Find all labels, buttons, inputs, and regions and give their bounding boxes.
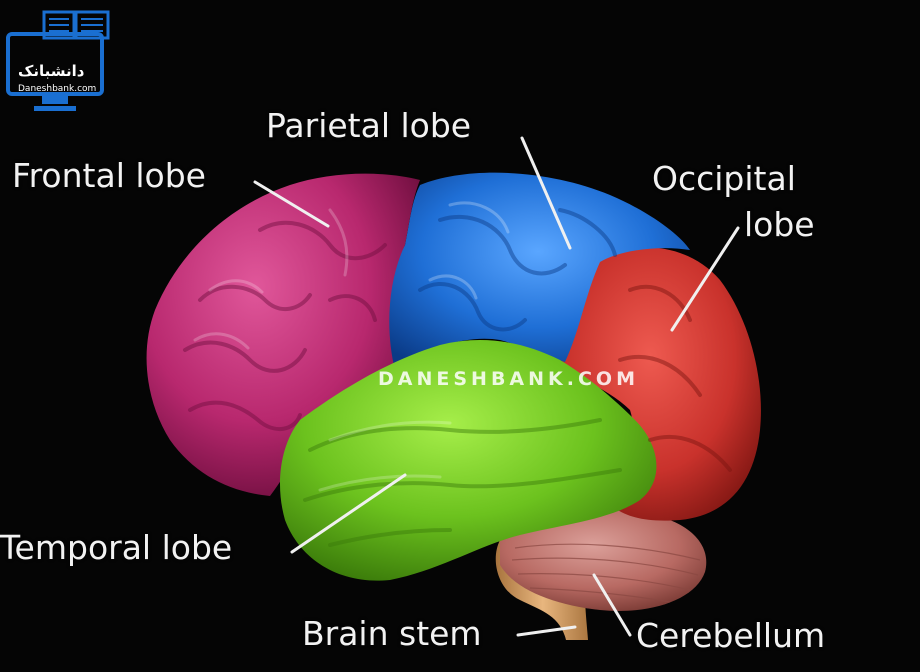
occipital-lobe-region [560,247,761,521]
frontal-lobe-label: Frontal lobe [12,156,206,195]
watermark-text: DANESHBANK.COM [378,368,639,390]
temporal-gyri [303,418,622,547]
frontal-highlights [193,208,349,350]
frontal-lobe-region [146,173,420,496]
brain-stem-label: Brain stem [302,614,482,653]
occipital-gyri [618,284,732,472]
temporal-lobe-label: Temporal lobe [0,528,233,567]
frontal-gyri [183,220,387,431]
occipital-leader-line [670,226,740,332]
temporal-highlights [318,420,452,492]
logo-name-fa: دانشبانک [18,62,85,80]
parietal-lobe-region [386,172,690,370]
cerebellum-label: Cerebellum [636,616,826,655]
parietal-gyri [418,208,617,332]
monitor-book-icon [6,10,110,111]
temporal-leader-line [290,473,407,554]
logo-name-en: Daneshbank.com [18,84,97,94]
frontal-leader-line [253,180,330,228]
occipital-label-line1: Occipital [652,159,796,198]
parietal-highlights [428,201,510,300]
brain-stem-leader-line [516,625,577,637]
daneshbank-logo: دانشبانک Daneshbank.com [4,4,122,122]
leader-lines [253,136,740,637]
cerebellum-leader-line [592,573,632,637]
parietal-leader-line [520,136,572,250]
occipital-label-line2: lobe [744,205,815,244]
temporal-lobe-region [280,340,657,581]
parietal-lobe-label: Parietal lobe [266,106,472,145]
occipital-lobe-label: Occipital lobe [652,156,815,248]
